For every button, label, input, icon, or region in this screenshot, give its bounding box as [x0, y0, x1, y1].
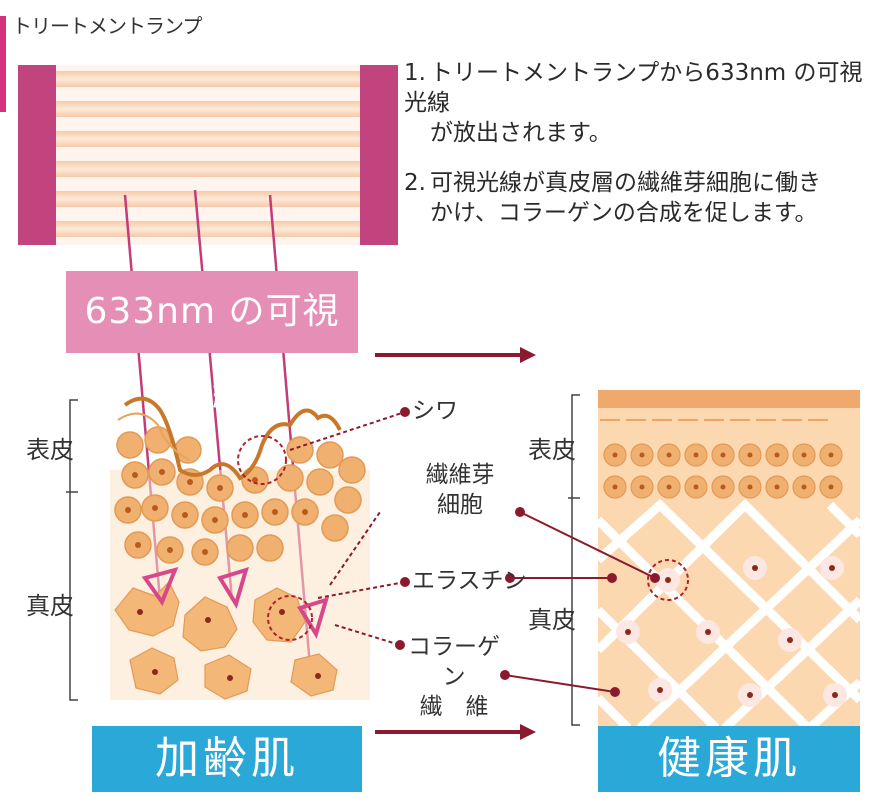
step-1: 1.トリートメントランプから633nm の可視光線 が放出されます。 — [404, 60, 863, 146]
lamp-title: トリートメントランプ — [12, 14, 202, 38]
aged-epidermis-label: 表皮 — [26, 436, 74, 464]
lamp-tubes — [54, 71, 362, 237]
lamp-right-cap — [360, 65, 398, 245]
light-wavelength-label: 633nm の可視光線 — [66, 271, 358, 414]
callout-leaders — [289, 407, 660, 697]
lamp-left-cap — [18, 65, 56, 245]
wrinkle-callout: シワ — [412, 398, 458, 424]
collagen-callout: コラーゲン 繊 維 — [408, 634, 500, 720]
fibroblast-callout: 繊維芽 細胞 — [425, 462, 495, 518]
healthy-epidermis-label: 表皮 — [528, 436, 576, 464]
healthy-skin — [594, 390, 864, 732]
step-2: 2.可視光線が真皮層の繊維芽細胞に働き かけ、コラーゲンの合成を促します。 — [404, 170, 821, 226]
elastin-callout: エラスチン — [412, 568, 527, 594]
treatment-lamp — [18, 65, 398, 245]
aged-skin-label: 加齢肌 — [92, 726, 362, 792]
aged-layer-brackets — [66, 399, 78, 701]
aged-dermis-label: 真皮 — [26, 592, 74, 620]
healthy-dermis-label: 真皮 — [528, 606, 576, 634]
aged-skin — [110, 396, 370, 700]
healthy-skin-label: 健康肌 — [598, 726, 860, 792]
transition-arrows — [375, 347, 536, 740]
accent-bar — [0, 16, 6, 112]
healthy-layer-brackets — [568, 394, 580, 726]
